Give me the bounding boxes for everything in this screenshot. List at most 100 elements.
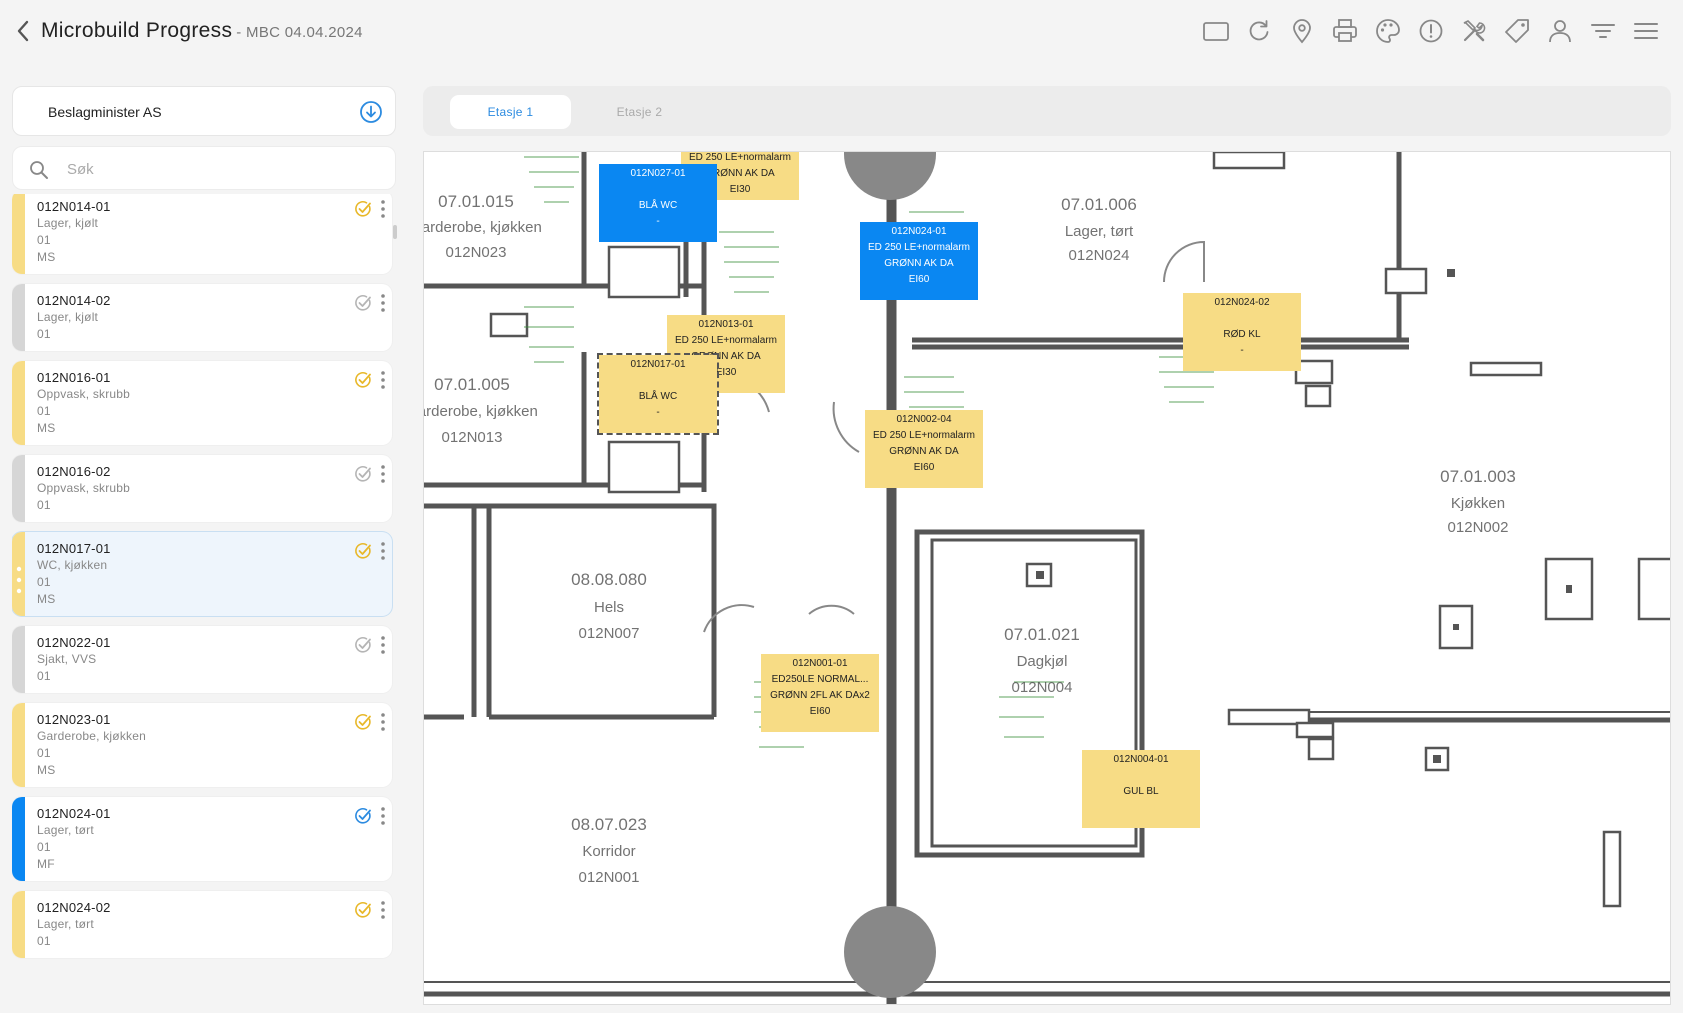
room-name: Sjakt, VVS xyxy=(37,652,97,666)
tab-etasje-2[interactable]: Etasje 2 xyxy=(616,105,663,119)
room-08-08-080-number: 08.08.080 xyxy=(571,570,647,589)
door-code: 012N023-01 xyxy=(37,712,111,727)
check-circle-icon[interactable] xyxy=(354,542,372,560)
user-icon[interactable] xyxy=(1538,14,1581,48)
status-bar xyxy=(12,703,25,787)
floor-number: 01 xyxy=(37,746,51,760)
status-code: MS xyxy=(37,250,56,264)
more-options-icon[interactable] xyxy=(379,711,387,733)
more-options-icon[interactable] xyxy=(379,540,387,562)
status-bar xyxy=(12,194,25,274)
door-code: 012N016-02 xyxy=(37,464,111,479)
more-options-icon[interactable] xyxy=(379,198,387,220)
status-bar xyxy=(12,626,25,693)
label-012N024-02[interactable]: 012N024-02 RØD KL - xyxy=(1183,293,1301,371)
company-selector[interactable]: Beslagminister AS xyxy=(12,86,396,136)
check-circle-icon[interactable] xyxy=(354,713,372,731)
print-icon[interactable] xyxy=(1323,14,1366,48)
more-options-icon[interactable] xyxy=(379,369,387,391)
check-circle-icon[interactable] xyxy=(354,636,372,654)
floor-plan[interactable]: 07.01.015 Garderobe, kjøkken 012N023 07.… xyxy=(423,151,1671,1005)
room-name: Oppvask, skrubb xyxy=(37,481,131,495)
door-code: 012N022-01 xyxy=(37,635,111,650)
frame-icon[interactable] xyxy=(1194,14,1237,48)
location-pin-icon[interactable] xyxy=(1280,14,1323,48)
filter-icon[interactable] xyxy=(1581,14,1624,48)
more-options-icon[interactable] xyxy=(379,292,387,314)
floor-number: 01 xyxy=(37,404,51,418)
room-name: Lager, tørt xyxy=(37,823,94,837)
tab-etasje-1[interactable]: Etasje 1 xyxy=(450,95,571,129)
check-circle-icon[interactable] xyxy=(354,371,372,389)
page-subtitle: - MBC 04.04.2024 xyxy=(236,24,363,41)
label-012N004-01[interactable]: 012N004-01 GUL BL xyxy=(1082,750,1200,828)
door-code: 012N016-01 xyxy=(37,370,111,385)
label-012N001-01[interactable]: 012N001-01 ED250LE NORMAL... GRØNN 2FL A… xyxy=(761,654,879,732)
label-012N002-04[interactable]: 012N002-04 ED 250 LE+normalarm GRØNN AK … xyxy=(865,410,983,488)
refresh-icon[interactable] xyxy=(1237,14,1280,48)
floor-number: 01 xyxy=(37,840,51,854)
door-code: 012N017-01 xyxy=(37,541,111,556)
menu-icon[interactable] xyxy=(1624,14,1667,48)
floor-number: 01 xyxy=(37,233,51,247)
check-circle-icon[interactable] xyxy=(354,294,372,312)
door-code: 012N014-01 xyxy=(37,199,111,214)
status-code: MS xyxy=(37,421,56,435)
search-icon xyxy=(29,160,49,180)
room-07-01-021-code: 012N004 xyxy=(1012,679,1073,696)
more-options-icon[interactable] xyxy=(379,805,387,827)
status-bar xyxy=(12,797,25,881)
back-icon[interactable] xyxy=(14,18,34,44)
download-icon[interactable] xyxy=(359,100,383,124)
room-name: Lager, kjølt xyxy=(37,310,99,324)
room-name: Garderobe, kjøkken xyxy=(37,729,146,743)
tools-icon[interactable] xyxy=(1452,14,1495,48)
room-name: WC, kjøkken xyxy=(37,558,108,572)
palette-icon[interactable] xyxy=(1366,14,1409,48)
room-07-01-003-number: 07.01.003 xyxy=(1440,467,1516,486)
app-header: Microbuild Progress- MBC 04.04.2024 xyxy=(0,0,1683,62)
room-07-01-005-code: 012N013 xyxy=(442,429,503,446)
more-options-icon[interactable] xyxy=(379,899,387,921)
status-bar xyxy=(12,891,25,958)
list-scrollbar[interactable] xyxy=(393,225,397,239)
drag-handle-icon[interactable] xyxy=(16,566,22,594)
room-07-01-006-code: 012N024 xyxy=(1069,247,1130,264)
search-input[interactable] xyxy=(65,155,369,183)
floor-plan-drawing: 07.01.015 Garderobe, kjøkken 012N023 07.… xyxy=(424,152,1670,1004)
check-circle-icon[interactable] xyxy=(354,200,372,218)
tag-icon[interactable] xyxy=(1495,14,1538,48)
toolbar xyxy=(1194,14,1667,48)
door-code: 012N024-02 xyxy=(37,900,111,915)
room-08-08-080-name: Hels xyxy=(594,599,624,616)
more-options-icon[interactable] xyxy=(379,463,387,485)
check-circle-icon[interactable] xyxy=(354,901,372,919)
status-code: MS xyxy=(37,763,56,777)
room-name: Lager, tørt xyxy=(37,917,94,931)
more-options-icon[interactable] xyxy=(379,634,387,656)
label-012N017-01[interactable]: 012N017-01 BLÅ WC - xyxy=(597,353,719,435)
info-icon[interactable] xyxy=(1409,14,1452,48)
label-012N027-01[interactable]: 012N027-01 BLÅ WC - xyxy=(599,164,717,242)
floor-tabs: Etasje 1 Etasje 2 xyxy=(423,86,1671,136)
status-code: MS xyxy=(37,592,56,606)
room-name: Lager, kjølt xyxy=(37,216,99,230)
page-title: Microbuild Progress- MBC 04.04.2024 xyxy=(41,19,363,42)
label-012N024-01[interactable]: 012N024-01 ED 250 LE+normalarm GRØNN AK … xyxy=(860,222,978,300)
room-08-07-023-code: 012N001 xyxy=(579,869,640,886)
check-circle-icon[interactable] xyxy=(354,465,372,483)
floor-number: 01 xyxy=(37,498,51,512)
check-circle-icon[interactable] xyxy=(354,807,372,825)
door-code: 012N024-01 xyxy=(37,806,111,821)
room-07-01-015-name: Garderobe, kjøkken xyxy=(424,219,542,236)
